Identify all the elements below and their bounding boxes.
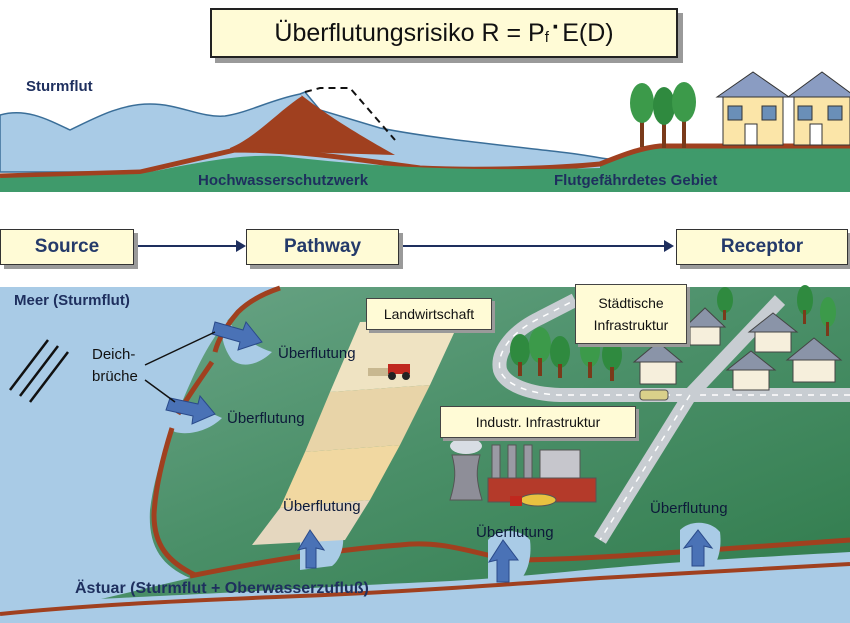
agriculture-box: Landwirtschaft — [366, 298, 492, 330]
industry-box: Industr. Infrastruktur — [440, 406, 636, 438]
breach-label-1: Deich- — [92, 346, 136, 363]
sea-label: Meer (Sturmflut) — [14, 292, 130, 309]
houses-top — [715, 71, 850, 146]
receptor-box: Receptor — [676, 229, 848, 265]
map — [0, 285, 850, 623]
breach-pointers — [144, 331, 216, 403]
urban-box: Städtische Infrastruktur — [575, 284, 687, 344]
dike — [230, 94, 395, 155]
urban-label-2: Infrastruktur — [593, 317, 669, 333]
urban-label-1: Städtische — [598, 295, 664, 311]
storm-label: Sturmflut — [26, 78, 93, 95]
estuary-label: Ästuar (Sturmflut + Oberwasserzufluß) — [75, 580, 369, 597]
flood-label-2: Überflutung — [227, 410, 305, 427]
flood-label-1: Überflutung — [278, 345, 356, 362]
flood-label-5: Überflutung — [650, 500, 728, 517]
industry — [449, 438, 597, 507]
area-label: Flutgefährdetes Gebiet — [554, 172, 718, 189]
dike-label: Hochwasserschutzwerk — [198, 172, 369, 189]
title-text: Überflutungsrisiko R = P — [274, 18, 545, 47]
pathway-box: Pathway — [246, 229, 399, 265]
trees-town — [510, 285, 836, 381]
sea — [0, 287, 280, 623]
flood-label-4: Überflutung — [476, 524, 554, 541]
wave-lines — [9, 339, 69, 403]
flood-arrows — [165, 321, 714, 583]
title-operator: · — [551, 12, 561, 41]
cross-section — [0, 71, 850, 192]
flow-arrows — [136, 240, 674, 252]
flood-label-3: Überflutung — [283, 498, 361, 515]
dike-extension-outline — [304, 87, 396, 141]
title-subscript: f — [544, 28, 549, 46]
roads — [492, 293, 850, 544]
agricultural-fields — [252, 320, 460, 545]
breach-label-2: brüche — [92, 368, 138, 385]
trees-top — [630, 82, 696, 148]
title-tail: E(D) — [562, 18, 614, 47]
source-box: Source — [0, 229, 134, 265]
houses-town — [632, 307, 843, 391]
